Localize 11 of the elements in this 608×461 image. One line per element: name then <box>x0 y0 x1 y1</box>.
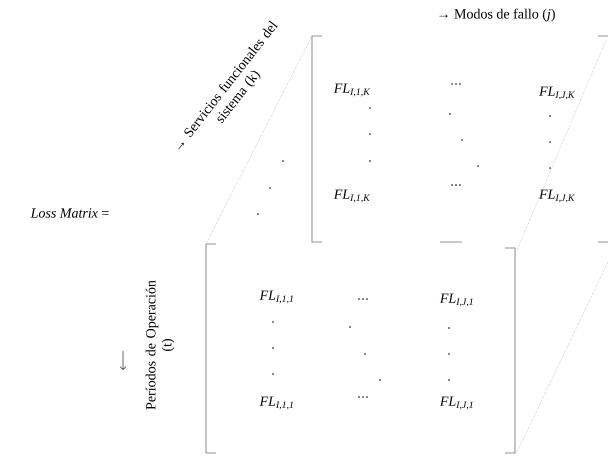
matrix-entry: FL$_{I,1,1}$ <box>260 290 293 304</box>
matrix-entry: FL$_{I,J,K}$ <box>538 190 575 202</box>
matrix-entry: FL$_{I,J,1}$ <box>440 396 473 410</box>
matrix-entry: FL$_{I,J,1}$ <box>440 294 473 306</box>
matrix-label: Loss Matrix = <box>30 208 109 218</box>
axis-label: Períodos de Operación (t) <box>146 280 174 410</box>
axis-label: → Modos de fallo (j) <box>439 8 555 22</box>
matrix-entry: FL$_{I,J,K}$ <box>538 86 575 100</box>
matrix-entry: FL$_{I,1,K}$ <box>334 190 370 202</box>
matrix-entry: FL$_{I,1,1}$ <box>260 396 293 410</box>
matrix-entry: FL$_{I,1,K}$ <box>334 84 370 96</box>
